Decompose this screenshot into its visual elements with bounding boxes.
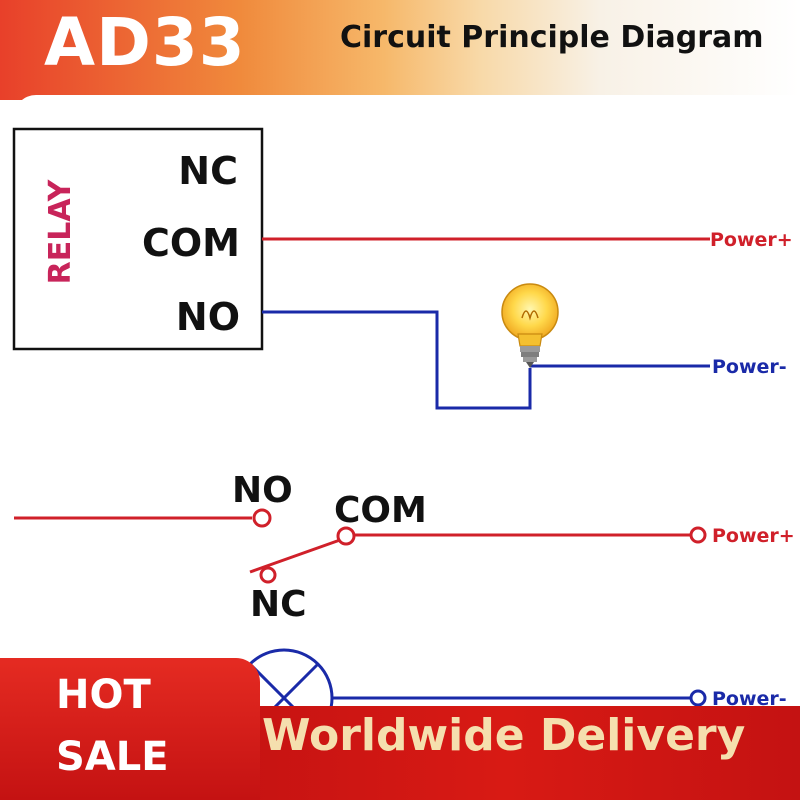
switch-nc-label: NC — [250, 584, 307, 625]
switch-power-plus-label: Power+ — [712, 525, 795, 547]
diagram-title: Circuit Principle Diagram — [340, 20, 764, 55]
switch-nc-terminal — [259, 566, 277, 584]
lamp-power-minus-terminal — [689, 689, 707, 707]
sale-label: SALE — [56, 734, 169, 780]
relay-no-label: NO — [176, 295, 240, 339]
delivery-banner — [210, 706, 800, 800]
relay-no-wire — [262, 310, 532, 410]
brand-logo: AD33 — [44, 4, 246, 81]
switch-no-label: NO — [232, 470, 293, 511]
relay-power-minus-label: Power- — [712, 356, 787, 378]
lamp-power-minus-label: Power- — [712, 688, 787, 710]
worldwide-delivery-label: Worldwide Delivery — [262, 710, 746, 761]
hot-label: HOT — [56, 672, 151, 718]
header-gradient — [0, 0, 800, 100]
diagram-panel — [14, 95, 800, 705]
relay-power-plus-label: Power+ — [710, 229, 793, 251]
switch-power-plus-terminal — [689, 526, 707, 544]
relay-nc-label: NC — [178, 149, 238, 193]
relay-com-label: COM — [142, 221, 240, 265]
relay-label: RELAY — [43, 178, 78, 284]
switch-no-terminal — [252, 508, 272, 528]
light-bulb-icon — [501, 283, 559, 368]
switch-blade — [249, 538, 341, 574]
switch-com-label: COM — [334, 490, 427, 531]
hot-sale-badge — [0, 658, 260, 800]
